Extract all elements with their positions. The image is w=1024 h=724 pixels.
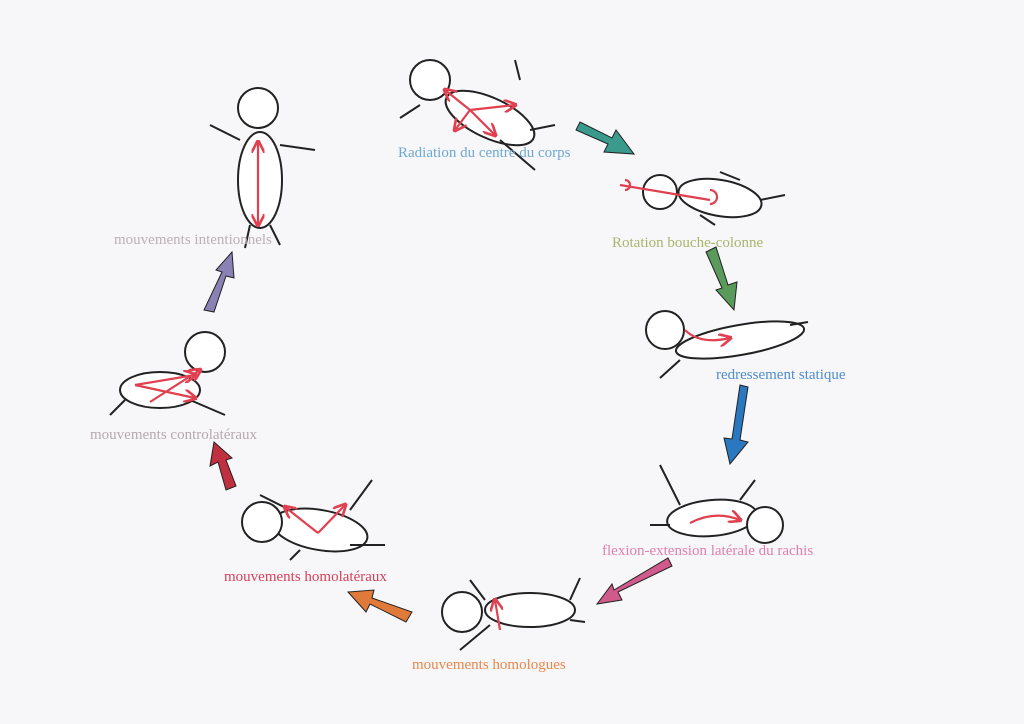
arrow-controlateraux-to-intentionnels — [203, 250, 235, 313]
label-homologues: mouvements homologues — [412, 657, 566, 673]
baby-rotation-illustration — [619, 171, 786, 226]
label-intentionnels: mouvements intentionnels — [114, 232, 272, 248]
arrow-radiation-to-rotation — [575, 121, 636, 155]
arrow-redressement-to-flexion — [723, 384, 749, 466]
baby-homologues-illustration — [441, 577, 586, 651]
label-redressement: redressement statique — [716, 367, 846, 383]
arrow-homolateraux-to-controlateraux — [209, 441, 237, 491]
baby-intentionnels-illustration — [209, 87, 316, 249]
label-radiation: Radiation du centre du corps — [398, 145, 571, 161]
baby-flexion-illustration — [650, 464, 784, 544]
baby-homolateraux-illustration — [241, 479, 385, 561]
baby-radiation-illustration — [399, 59, 556, 171]
label-rotation: Rotation bouche-colonne — [612, 235, 764, 251]
arrow-homologues-to-homolateraux — [346, 589, 413, 623]
label-homolateraux: mouvements homolatéraux — [224, 569, 387, 585]
label-flexion-extension: flexion-extension latérale du rachis — [602, 543, 814, 559]
arrow-flexion-to-homologues — [595, 557, 673, 605]
label-controlateraux: mouvements controlatéraux — [90, 427, 258, 443]
arrow-rotation-to-redressement — [705, 246, 738, 312]
baby-redressement-illustration — [645, 310, 809, 379]
baby-controlateraux-illustration — [109, 331, 226, 416]
